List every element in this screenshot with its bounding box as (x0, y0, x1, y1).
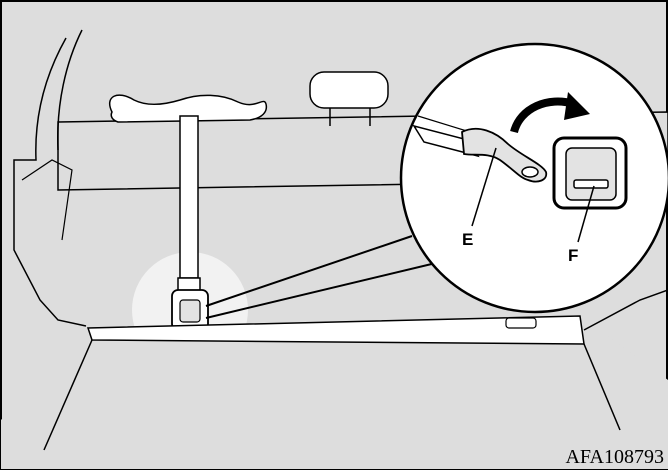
tether-anchor-small (180, 300, 200, 322)
callout-label-f: F (568, 247, 578, 264)
hook-e-opening (522, 167, 538, 177)
figure-code: AFA108793 (565, 447, 664, 467)
right-anchor-base (506, 318, 536, 328)
callout-label-e: E (462, 231, 473, 248)
tether-strap (180, 116, 198, 278)
anchor-f-bar (574, 180, 608, 188)
anchor-f-inner (566, 148, 616, 200)
right-head-restraint (310, 72, 388, 108)
